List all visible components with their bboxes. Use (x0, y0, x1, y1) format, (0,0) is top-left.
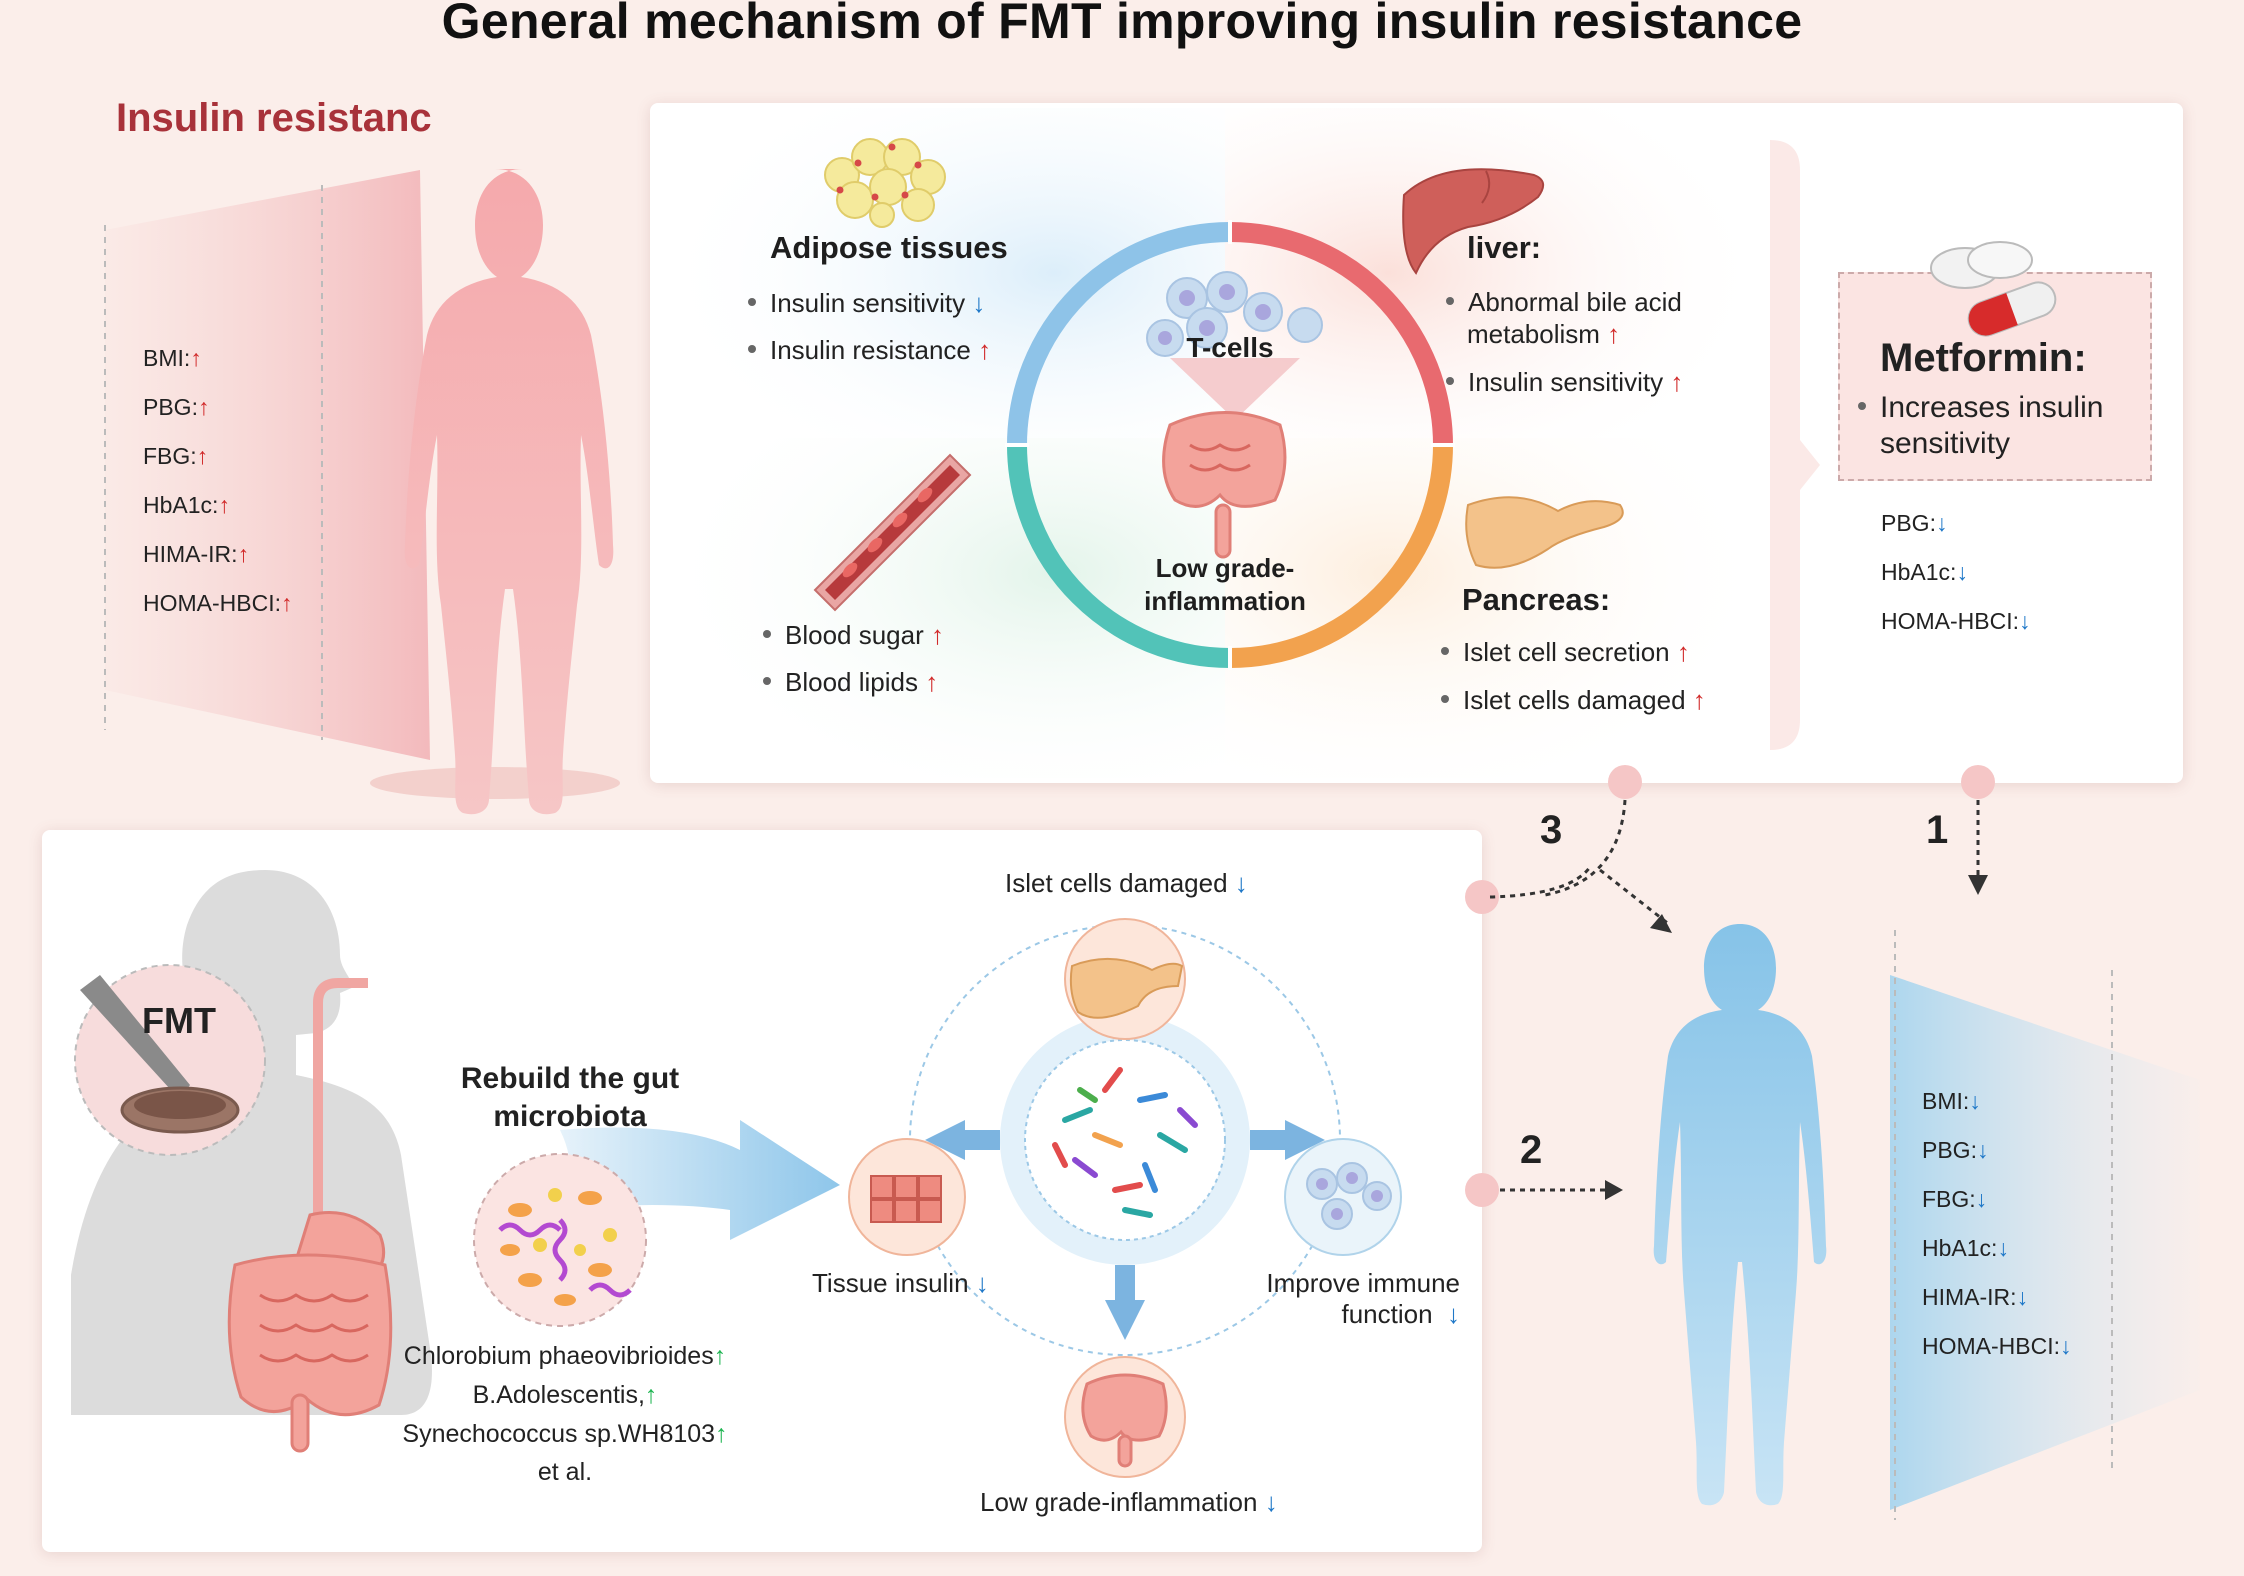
pills-icon (1930, 241, 2057, 337)
low-grade-inflammation-label: Low grade- inflammation (1144, 553, 1306, 616)
liver-item-2: Insulin sensitivity ↑ (1446, 367, 1683, 398)
pancreas-item-2: Islet cells damaged ↑ (1441, 685, 1706, 716)
figure-title: General mechanism of FMT improving insul… (441, 0, 1803, 49)
outcome-metric-homa-hbci: HOMA-HBCI:↓ (1922, 1333, 2072, 1359)
metric-pbg: PBG:↑ (143, 394, 210, 420)
metric-hima-ir: HIMA-IR:↑ (143, 541, 250, 567)
metformin-metrics: PBG:↓ HbA1c:↓ HOMA-HBCI:↓ (1881, 510, 2031, 657)
effects-hub (909, 924, 1341, 1356)
adipose-item-2: Insulin resistance ↑ (748, 335, 991, 366)
blood-vessel-icon (813, 453, 972, 612)
bacteria-item-3: Synechococcus sp.WH8103↑ (402, 1419, 728, 1448)
tissue-insulin-label: Tissue insulin ↓ (812, 1268, 989, 1298)
step-1-label: 1 (1926, 808, 1949, 852)
bacteria-item-2: B.Adolescentis,↑ (472, 1380, 658, 1409)
central-ring (1005, 220, 1455, 670)
metric-bmi: BMI:↑ (143, 345, 202, 371)
fmt-sample-circle (74, 964, 266, 1156)
digestive-tract-icon (227, 978, 393, 1453)
tissue-insulin-node (848, 1138, 966, 1256)
adipose-item-1: Insulin sensitivity ↓ (748, 288, 985, 319)
outcome-metrics: BMI:↓ PBG:↓ FBG:↓ HbA1c:↓ HIMA-IR:↓ HOMA… (1922, 1088, 2072, 1382)
pancreas-item-1: Islet cell secretion ↑ (1441, 637, 1690, 668)
inflammation-node (1064, 1356, 1186, 1478)
outcome-metric-hba1c: HbA1c:↓ (1922, 1235, 2009, 1261)
bacteria-list: Chlorobium phaeovibrioides↑ B.Adolescent… (375, 1337, 755, 1492)
liver-item-1: Abnormal bile acid (1446, 287, 1682, 318)
rebuild-arrow (560, 1120, 840, 1240)
bacteria-item-1: Chlorobium phaeovibrioides↑ (403, 1342, 727, 1370)
fmt-label: FMT (142, 1000, 216, 1041)
islet-damaged-label: Islet cells damaged ↓ (1005, 868, 1248, 898)
metformin-bullet: Increases insulin sensitivity (1858, 390, 2103, 462)
quadrant-backgrounds (655, 108, 1770, 778)
outcome-metric-bmi: BMI:↓ (1922, 1088, 1981, 1114)
intestine-icon (1162, 411, 1287, 559)
metric-fbg: FBG:↑ (143, 443, 209, 469)
metformin-metric-hba1c: HbA1c:↓ (1881, 559, 1968, 585)
immune-function-node (1284, 1138, 1402, 1256)
blood-item-2: Blood lipids ↑ (763, 667, 938, 698)
pancreas-icon (1465, 496, 1624, 569)
obese-body-figure (370, 169, 620, 815)
outcome-metric-pbg: PBG:↓ (1922, 1137, 1989, 1163)
rebuild-gut-label: Rebuild the gut microbiota (460, 1062, 680, 1133)
blood-item-1: Blood sugar ↑ (763, 620, 944, 651)
gut-microbiota-circle (473, 1153, 647, 1327)
bacteria-item-4: et al. (537, 1458, 593, 1487)
islet-cells-node (1064, 918, 1186, 1040)
t-cells-label: T-cells (1186, 332, 1274, 363)
metformin-callout-shape (1770, 140, 1820, 750)
healthy-body-figure (1653, 924, 1827, 1506)
inflammation-label: Low grade-inflammation ↓ (980, 1487, 1278, 1517)
metric-homa-hbci: HOMA-HBCI:↑ (143, 590, 293, 616)
metformin-title: Metformin: (1880, 336, 2087, 380)
liver-title: liver: (1467, 230, 1542, 265)
metformin-metric-homa-hbci: HOMA-HBCI:↓ (1881, 608, 2031, 634)
immune-function-label: Improve immune function ↓ (1266, 1268, 1460, 1330)
insulin-resistance-metrics: BMI:↑ PBG:↑ FBG:↑ HbA1c:↑ HIMA-IR:↑ HOMA… (143, 345, 293, 639)
adipose-title: Adipose tissues (770, 230, 1008, 265)
liver-item-1-cont: metabolism ↑ (1467, 319, 1621, 349)
outcome-metric-hima-ir: HIMA-IR:↓ (1922, 1284, 2029, 1310)
pancreas-title: Pancreas: (1462, 582, 1611, 617)
t-cells-icon (1146, 271, 1323, 420)
metformin-metric-pbg: PBG:↓ (1881, 510, 1948, 536)
step-2-label: 2 (1520, 1128, 1543, 1172)
insulin-resistance-title: Insulin resistanc (116, 96, 432, 140)
liver-icon (1402, 168, 1545, 275)
metric-hba1c: HbA1c:↑ (143, 492, 230, 518)
adipose-cells-icon (824, 138, 946, 228)
outcome-metric-fbg: FBG:↓ (1922, 1186, 1988, 1212)
step-3-label: 3 (1540, 808, 1563, 852)
